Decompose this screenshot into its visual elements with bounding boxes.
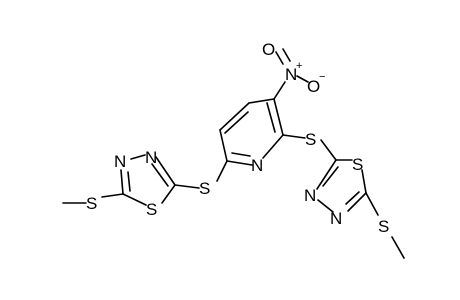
bond-rn3-rc2 xyxy=(316,159,337,190)
bond-nitro-n-o-top xyxy=(275,51,284,65)
bond-s-right-thiadiazole xyxy=(320,139,337,161)
left-ring-n1-atom: N xyxy=(145,148,157,167)
right-ring-n1-atom: N xyxy=(304,186,316,205)
bond-rc5-rsme xyxy=(365,192,379,216)
bond-ln4-lc5 xyxy=(120,169,124,195)
nitro-o-minus-atom: O xyxy=(307,77,320,96)
bond-c3-nitro-n xyxy=(273,81,286,100)
pyridine-n-atom: N xyxy=(251,156,263,175)
bond-c6-n-double xyxy=(231,152,251,157)
bond-ln3-ln4 xyxy=(130,154,146,160)
bond-rn3-rc2-double xyxy=(322,166,339,187)
bond-c2-s-right xyxy=(282,134,306,139)
bond-nitro-n-o-minus xyxy=(296,75,309,83)
bond-lc5-lsme xyxy=(101,193,124,198)
s-link-left-atom: S xyxy=(199,179,210,198)
atom-labels: N + O O − N S S S N N S S N N S xyxy=(86,40,389,236)
bond-lc5-ls xyxy=(122,193,147,206)
nitro-o-top-atom: O xyxy=(262,40,275,59)
left-ring-s-atom: S xyxy=(146,200,157,219)
left-ring-n2-atom: N xyxy=(114,152,126,171)
nitro-o-charge: − xyxy=(319,71,325,83)
bond-n-c2 xyxy=(262,134,284,159)
bond-lc2-ln3 xyxy=(155,156,176,186)
bond-rc5-rn4 xyxy=(347,192,367,212)
bond-rn4-rn3 xyxy=(317,199,334,213)
bond-rs-rc5 xyxy=(361,169,367,194)
bond-c3-c4 xyxy=(248,98,275,104)
bond-rc5-rn4-double xyxy=(345,191,360,205)
nitro-n-charge: + xyxy=(296,60,302,72)
bond-c5-c6 xyxy=(219,129,228,162)
bond-ls-lc2 xyxy=(161,184,176,204)
bond-c2-c3-double xyxy=(266,102,276,133)
bond-nitro-n-o-top-double xyxy=(282,48,291,62)
bond-c6-s-left xyxy=(216,160,228,182)
bond-rsme-ch3 xyxy=(391,236,405,259)
bond-c4-c5 xyxy=(219,102,250,131)
bond-lc2-ln3-double xyxy=(151,163,169,187)
bond-s-left-thiadiazole xyxy=(174,184,200,189)
left-methylthio-s-atom: S xyxy=(86,194,97,213)
s-link-right-atom: S xyxy=(305,130,316,149)
bond-c2-c3 xyxy=(273,98,284,136)
bond-ln4-lc5-double xyxy=(127,171,131,192)
right-ring-n2-atom: N xyxy=(330,209,342,228)
bond-c6-n xyxy=(226,160,253,166)
nitro-n-atom: N xyxy=(285,65,297,84)
right-ring-s-atom: S xyxy=(352,155,363,174)
bond-c4-c5-double xyxy=(224,111,249,134)
bond-lines xyxy=(62,48,405,259)
right-methylthio-s-atom: S xyxy=(378,217,389,236)
